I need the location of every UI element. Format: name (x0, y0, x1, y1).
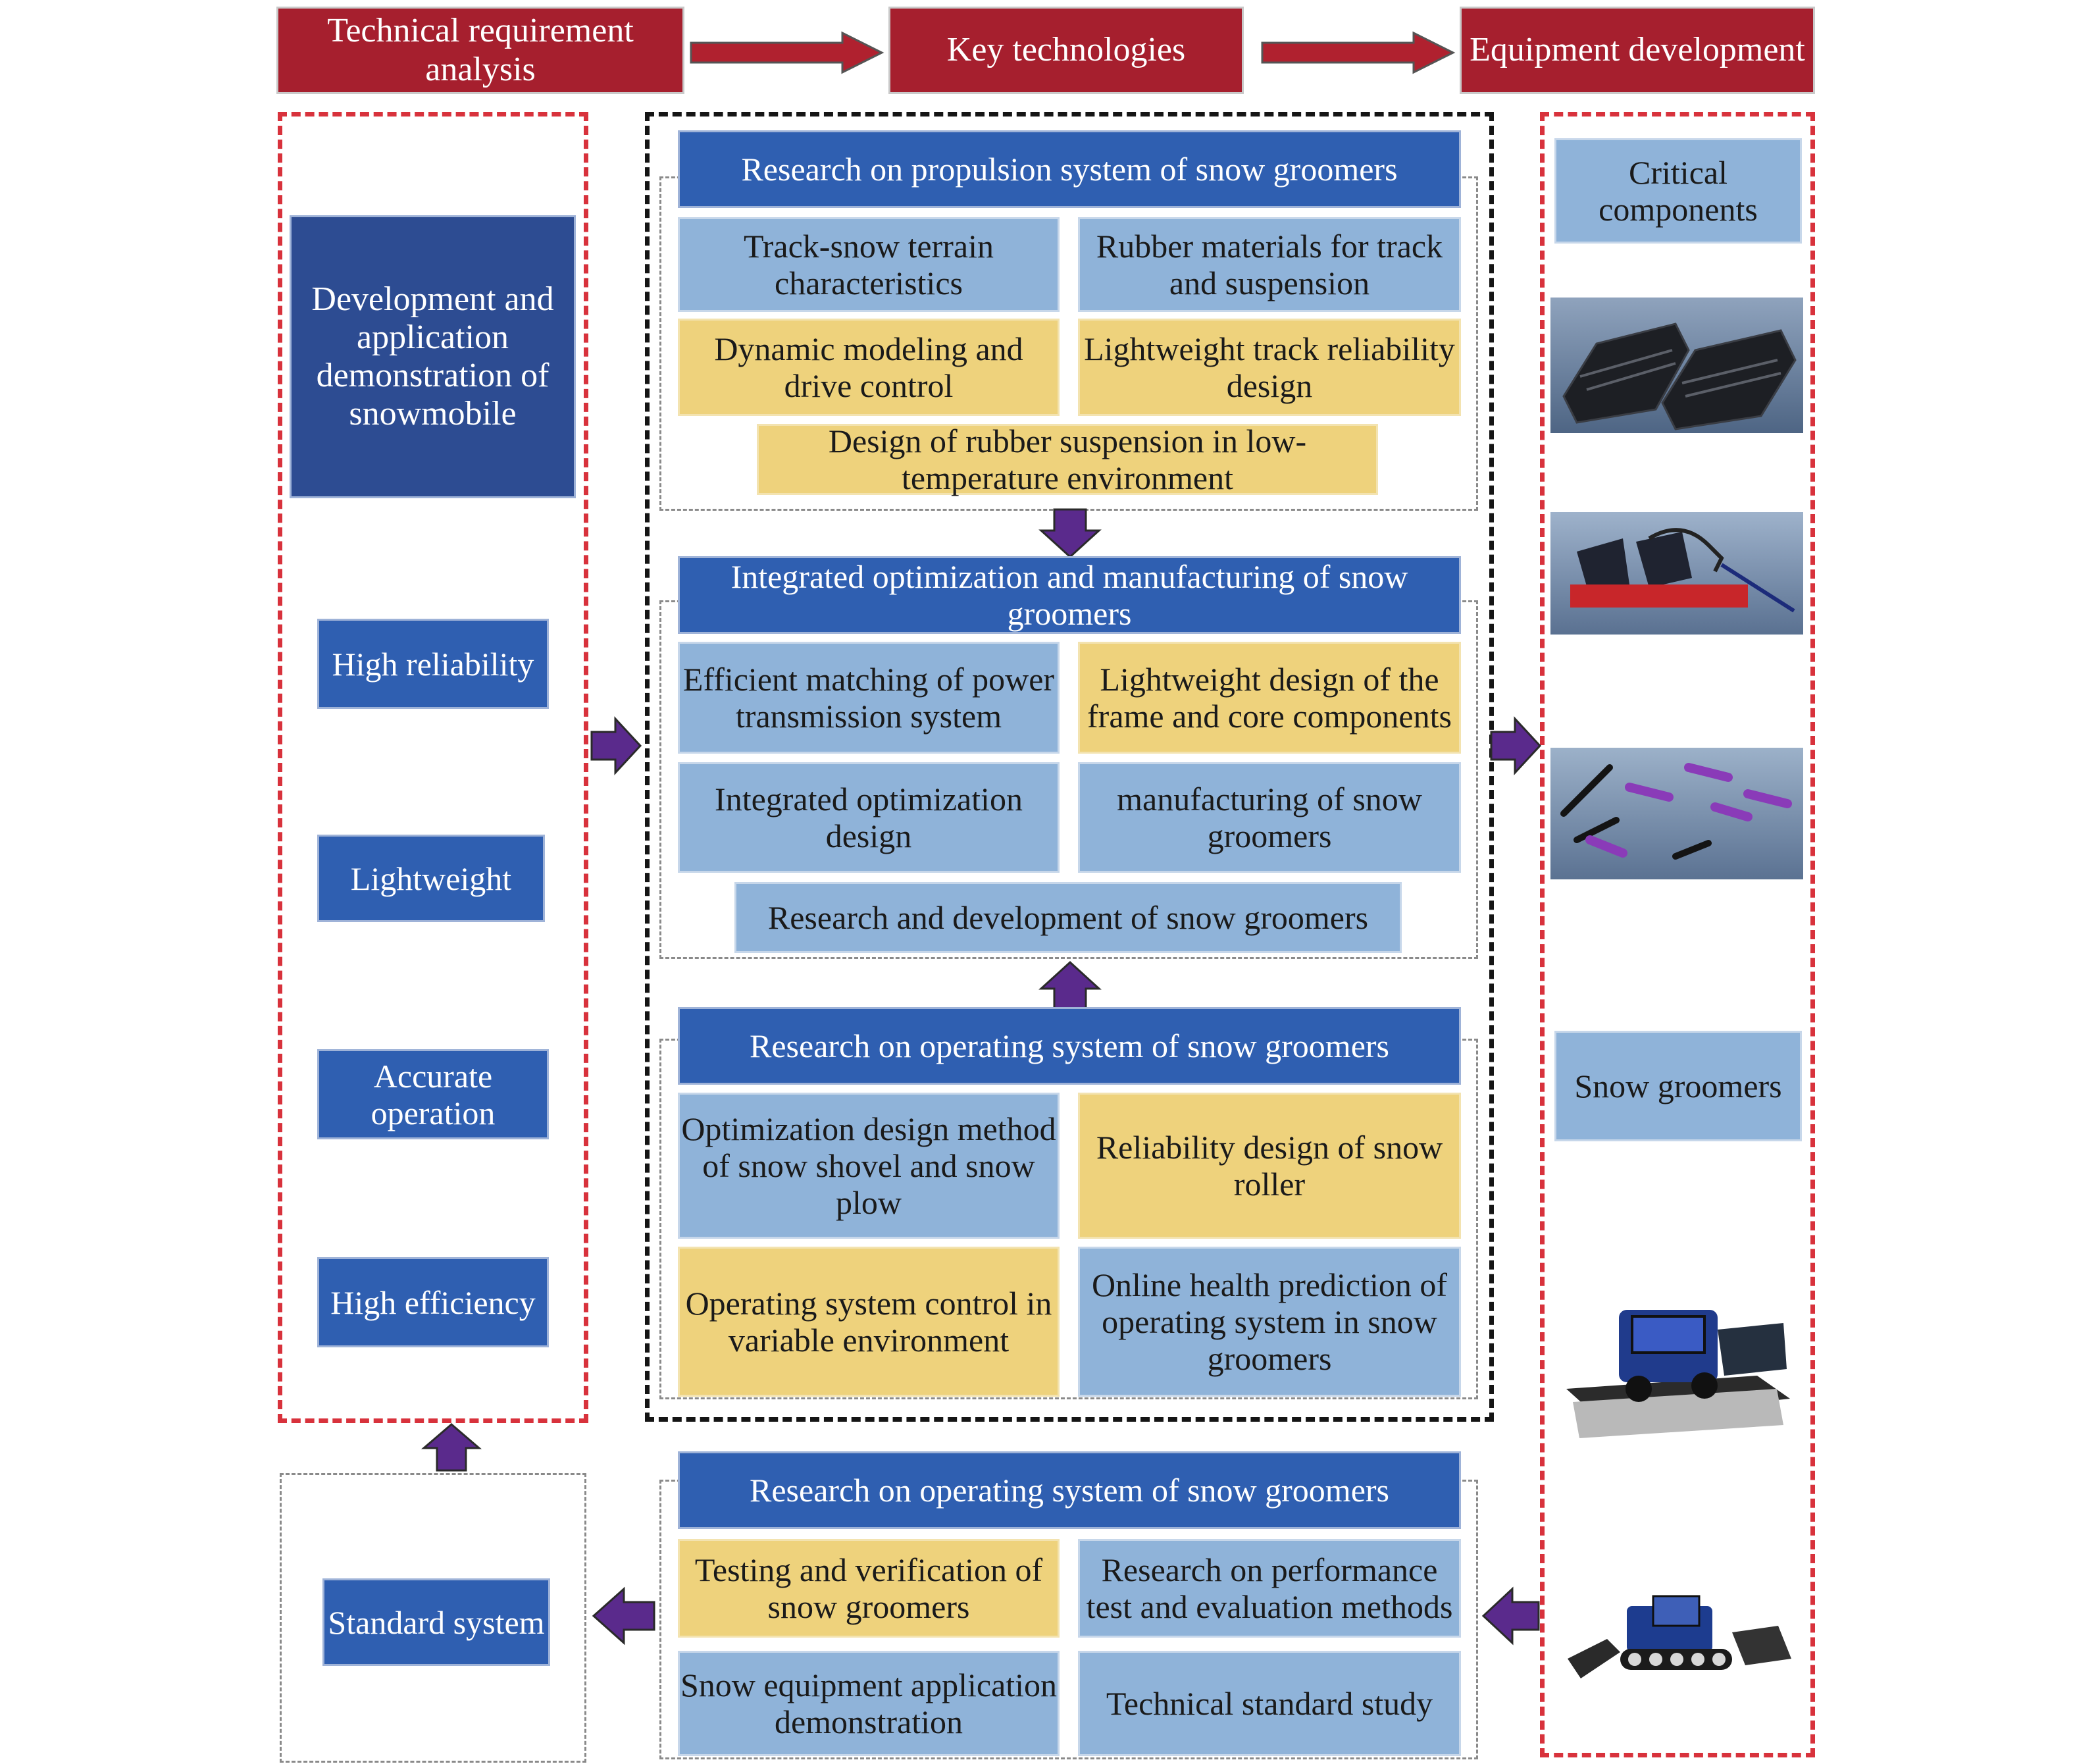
snowmobile-demonstration-box: Development and application demonstratio… (290, 215, 576, 498)
high-reliability-box: High reliability (317, 619, 549, 709)
research-development-box: Research and development of snow groomer… (734, 882, 1402, 953)
high-reliability-label: High reliability (332, 645, 534, 683)
left-requirements-frame (278, 112, 588, 1423)
arrow-left-equipment-to-testing (1481, 1586, 1540, 1646)
header-technical-requirement-analysis: Technical requirement analysis (276, 7, 684, 94)
health-prediction-box: Online health prediction of operating sy… (1078, 1247, 1461, 1397)
operating-title-label: Research on operating system of snow gro… (750, 1027, 1389, 1064)
standard-system-frame (280, 1473, 586, 1763)
high-efficiency-label: High efficiency (330, 1284, 536, 1321)
arrow-up-standard-to-requirements (421, 1423, 482, 1472)
right-equipment-frame (1540, 112, 1815, 1757)
application-demonstration-box: Snow equipment application demonstration (678, 1651, 1060, 1756)
lightweight-frame-label: Lightweight design of the frame and core… (1087, 661, 1452, 735)
arrow-right-requirements-to-key (590, 716, 642, 775)
dynamic-modeling-label: Dynamic modeling and drive control (714, 330, 1023, 404)
header-key-label: Key technologies (946, 31, 1186, 69)
arrow-left-testing-to-standard (592, 1586, 655, 1646)
snow-groomer-front-image (1566, 1310, 1790, 1438)
snowmobile-demonstration-label: Development and application demonstratio… (311, 280, 554, 433)
testing-title: Research on operating system of snow gro… (678, 1451, 1461, 1529)
research-development-label: Research and development of snow groomer… (767, 899, 1369, 936)
propulsion-title-label: Research on propulsion system of snow gr… (741, 151, 1398, 188)
snow-plow-component-image (1550, 512, 1803, 635)
header-arrow-2 (1261, 31, 1456, 74)
lightweight-frame-box: Lightweight design of the frame and core… (1078, 642, 1461, 754)
snow-roller-label: Reliability design of snow roller (1096, 1129, 1443, 1203)
critical-components-box: Critical components (1554, 138, 1802, 244)
snow-roller-box: Reliability design of snow roller (1078, 1093, 1461, 1239)
lightweight-track-label: Lightweight track reliability design (1084, 330, 1455, 404)
lightweight-label: Lightweight (350, 860, 512, 897)
dynamic-modeling-box: Dynamic modeling and drive control (678, 319, 1060, 416)
header-technical-label: Technical requirement analysis (327, 12, 634, 88)
track-snow-label: Track-snow terrain characteristics (743, 228, 994, 301)
high-efficiency-box: High efficiency (317, 1257, 549, 1347)
integrated-title-label: Integrated optimization and manufacturin… (730, 558, 1408, 632)
testing-verification-box: Testing and verification of snow groomer… (678, 1539, 1060, 1638)
integrated-title: Integrated optimization and manufacturin… (678, 556, 1461, 634)
integrated-optimization-box: Integrated optimization design (678, 762, 1060, 873)
performance-test-label: Research on performance test and evaluat… (1086, 1551, 1453, 1625)
rubber-materials-label: Rubber materials for track and suspensio… (1096, 228, 1443, 301)
application-demonstration-label: Snow equipment application demonstration (680, 1667, 1058, 1740)
snow-groomers-label: Snow groomers (1574, 1068, 1782, 1104)
propulsion-title: Research on propulsion system of snow gr… (678, 130, 1461, 208)
integrated-optimization-label: Integrated optimization design (715, 781, 1023, 854)
lightweight-box: Lightweight (317, 835, 545, 922)
snow-groomer-side-image (1568, 1595, 1791, 1678)
snow-groomers-box: Snow groomers (1554, 1031, 1802, 1141)
technical-standard-label: Technical standard study (1106, 1685, 1433, 1722)
header-key-technologies: Key technologies (888, 7, 1244, 94)
rubber-materials-box: Rubber materials for track and suspensio… (1078, 217, 1461, 312)
manufacturing-label: manufacturing of snow groomers (1117, 781, 1422, 854)
rubber-suspension-box: Design of rubber suspension in low-tempe… (757, 423, 1378, 496)
header-equipment-label: Equipment development (1470, 31, 1805, 69)
performance-test-box: Research on performance test and evaluat… (1078, 1539, 1461, 1638)
testing-verification-label: Testing and verification of snow groomer… (694, 1551, 1043, 1625)
snow-shovel-box: Optimization design method of snow shove… (678, 1093, 1060, 1239)
variable-environment-label: Operating system control in variable env… (685, 1285, 1052, 1359)
accurate-operation-label: Accurate operation (371, 1057, 496, 1131)
header-equipment-development: Equipment development (1460, 7, 1815, 94)
testing-title-label: Research on operating system of snow gro… (750, 1472, 1389, 1509)
critical-components-label: Critical components (1599, 154, 1758, 228)
standard-system-label: Standard system (328, 1603, 545, 1641)
snow-shovel-label: Optimization design method of snow shove… (681, 1110, 1056, 1221)
standard-system-box: Standard system (322, 1578, 550, 1666)
technical-standard-box: Technical standard study (1078, 1651, 1461, 1756)
rubber-suspension-label: Design of rubber suspension in low-tempe… (828, 423, 1307, 496)
health-prediction-label: Online health prediction of operating sy… (1091, 1266, 1448, 1377)
arrow-down-propulsion-to-integrated (1038, 508, 1102, 559)
variable-environment-box: Operating system control in variable env… (678, 1247, 1060, 1397)
key-technologies-frame (645, 112, 1494, 1422)
arrow-up-operating-to-integrated (1038, 960, 1102, 1011)
track-snow-box: Track-snow terrain characteristics (678, 217, 1060, 312)
power-transmission-box: Efficient matching of power transmission… (678, 642, 1060, 754)
power-transmission-label: Efficient matching of power transmission… (682, 661, 1055, 735)
linkage-components-image (1550, 748, 1803, 879)
arrow-right-key-to-equipment (1490, 716, 1542, 775)
accurate-operation-box: Accurate operation (317, 1049, 549, 1139)
track-assembly-image (1550, 298, 1803, 433)
header-arrow-1 (690, 31, 884, 74)
operating-title: Research on operating system of snow gro… (678, 1007, 1461, 1085)
lightweight-track-box: Lightweight track reliability design (1078, 319, 1461, 416)
manufacturing-box: manufacturing of snow groomers (1078, 762, 1461, 873)
